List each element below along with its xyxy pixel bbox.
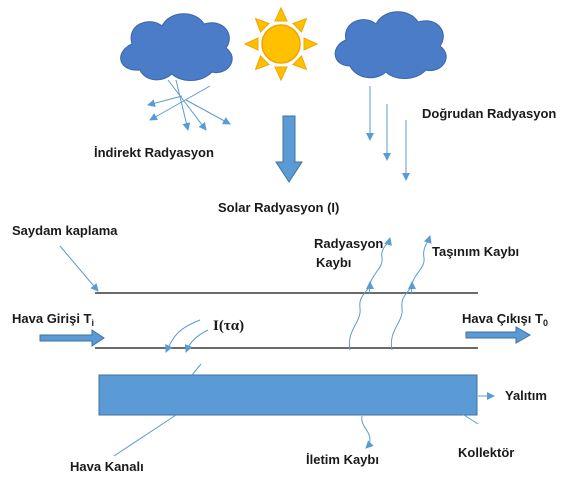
air-inlet-arrow bbox=[39, 329, 105, 347]
sun-ray bbox=[254, 55, 270, 71]
radiation-loss-label-line2: Kaybı bbox=[316, 255, 351, 270]
sun-ray bbox=[303, 37, 319, 51]
collector-top-tick bbox=[191, 363, 202, 376]
absorption-arrows bbox=[165, 319, 209, 353]
cover-pointer bbox=[59, 245, 99, 292]
sun-icon bbox=[243, 6, 319, 82]
direct-radiation-label: Doğrudan Radyasyon bbox=[422, 106, 556, 121]
sun-ray bbox=[243, 37, 259, 51]
collector-body bbox=[98, 374, 478, 416]
sun-ray bbox=[274, 6, 288, 22]
heat-loss-arrows bbox=[348, 235, 432, 351]
solar-radiation-label: Solar Radyasyon (I) bbox=[218, 200, 339, 215]
conduction-loss-arrow bbox=[361, 415, 374, 449]
cloud-left-icon bbox=[120, 13, 233, 81]
air-outlet-arrow bbox=[465, 326, 532, 344]
indirect-radiation-label: İndirekt Radyasyon bbox=[94, 145, 214, 160]
air-channel-pointer bbox=[113, 414, 177, 457]
sun-ray bbox=[292, 17, 308, 33]
insulation-label: Yalıtım bbox=[505, 388, 547, 403]
convection-loss-label: Taşınım Kaybı bbox=[432, 244, 519, 259]
collector-label: Kollektör bbox=[458, 445, 514, 460]
conduction-loss-label: İletim Kaybı bbox=[306, 452, 379, 467]
air-channel-label: Hava Kanalı bbox=[70, 459, 144, 474]
sun-ray bbox=[274, 66, 288, 82]
collector-pointer bbox=[449, 405, 479, 425]
cloud-right-icon bbox=[334, 11, 447, 79]
sun-ray bbox=[254, 17, 270, 33]
direct-radiation-arrows bbox=[366, 86, 410, 181]
indirect-radiation-arrows bbox=[147, 79, 231, 131]
sun-ray bbox=[292, 55, 308, 71]
absorption-label: I(τα) bbox=[213, 318, 244, 334]
solar-radiation-arrow bbox=[275, 115, 303, 183]
transparent-cover-label: Saydam kaplama bbox=[12, 223, 118, 238]
air-inlet-label: Hava Girişi Ti bbox=[12, 311, 94, 328]
radiation-loss-label-line1: Radyasyon bbox=[314, 236, 383, 251]
air-outlet-label: Hava Çıkışı T0 bbox=[462, 311, 548, 328]
